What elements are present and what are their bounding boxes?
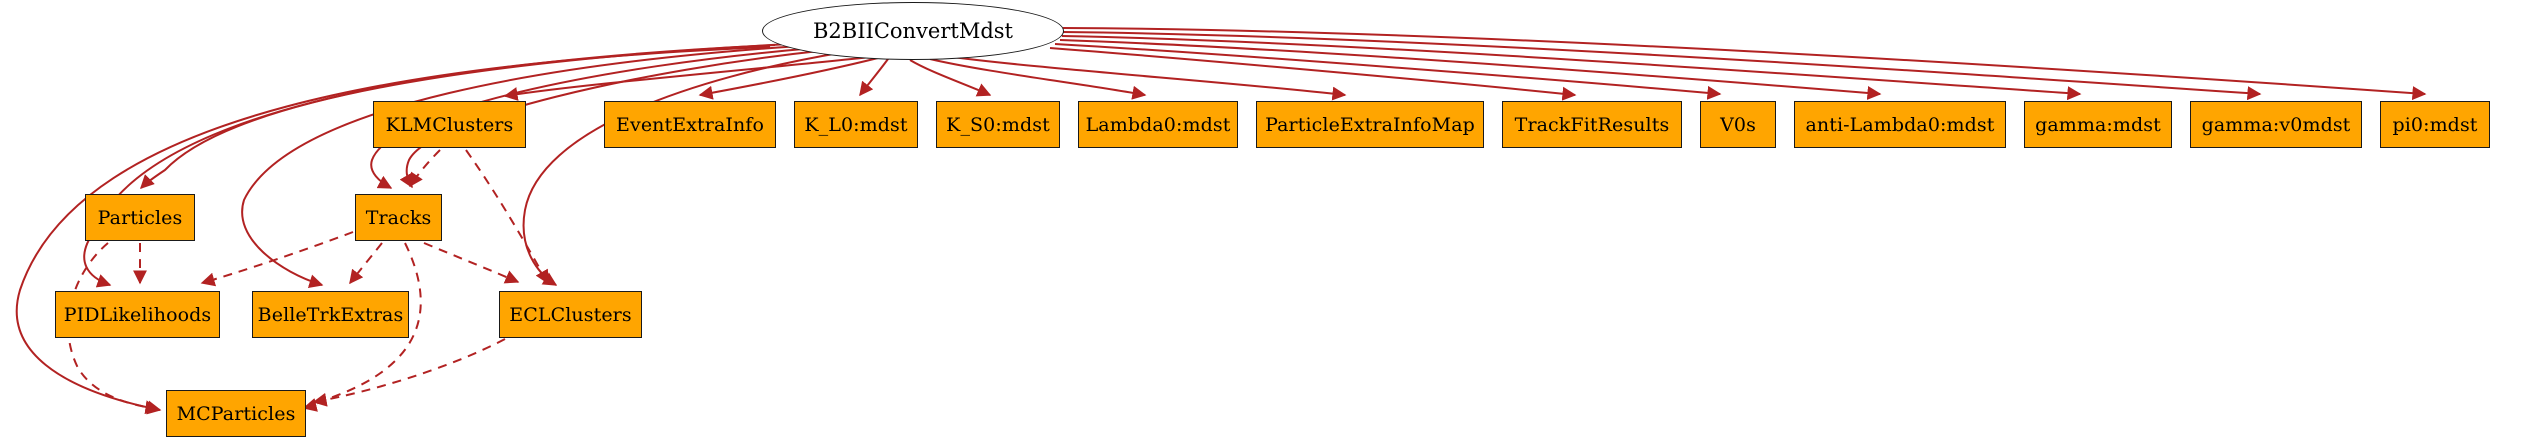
edge-root-to-lambda0 xyxy=(929,58,1147,100)
node-particleextrainfomap-label: ParticleExtraInfoMap xyxy=(1265,113,1475,136)
edge-tracks-to-mcparticles xyxy=(302,242,422,412)
node-particles[interactable]: Particles xyxy=(85,194,195,241)
edge-root-to-eclclusters xyxy=(522,51,846,286)
edge-root-to-v0s xyxy=(1054,43,1722,100)
node-lambda0-mdst[interactable]: Lambda0:mdst xyxy=(1078,101,1238,148)
node-particleextrainfomap[interactable]: ParticleExtraInfoMap xyxy=(1256,101,1484,148)
node-belletrkextras[interactable]: BelleTrkExtras xyxy=(252,291,409,338)
edge-root-to-gamma xyxy=(1061,35,2082,101)
edge-root-to-eventextrainfo xyxy=(698,57,879,100)
node-tracks-label: Tracks xyxy=(365,206,432,229)
edge-particles-to-mcparticles xyxy=(67,242,160,415)
node-mcparticles-label: MCParticles xyxy=(176,402,296,425)
edge-root-to-gammav0 xyxy=(1062,31,2262,101)
edge-tracks-to-eclclusters xyxy=(423,242,520,284)
edge-root-to-belletrkextras xyxy=(241,45,801,288)
edge-root-to-k_s0 xyxy=(909,59,992,97)
node-pi0-mdst-label: pi0:mdst xyxy=(2392,113,2478,136)
node-trackfitresults[interactable]: TrackFitResults xyxy=(1502,101,1682,148)
node-root-label: B2BIIConvertMdst xyxy=(813,19,1013,43)
node-gamma-v0mdst-label: gamma:v0mdst xyxy=(2201,113,2351,136)
edge-root-to-trackfitresults xyxy=(1049,47,1577,101)
node-k-l0-mdst[interactable]: K_L0:mdst xyxy=(794,101,918,148)
node-root[interactable]: B2BIIConvertMdst xyxy=(762,2,1064,60)
node-pidlikelihoods-label: PIDLikelihoods xyxy=(63,303,212,326)
edge-root-to-particleextrainfomap xyxy=(944,55,1347,101)
node-eventextrainfo[interactable]: EventExtraInfo xyxy=(604,101,776,148)
node-pidlikelihoods[interactable]: PIDLikelihoods xyxy=(55,291,220,338)
node-tracks[interactable]: Tracks xyxy=(355,194,442,241)
edge-root-to-pidlikelihoods xyxy=(83,44,776,288)
edge-tracks-to-belletrkextras xyxy=(349,242,383,285)
edges-internal-dashed xyxy=(67,149,549,415)
node-eclclusters[interactable]: ECLClusters xyxy=(499,291,642,338)
node-anti-lambda0-mdst[interactable]: anti-Lambda0:mdst xyxy=(1794,101,2006,148)
edge-tracks-to-pidlikelihoods xyxy=(200,231,354,287)
node-gamma-mdst[interactable]: gamma:mdst xyxy=(2024,101,2172,148)
node-gamma-mdst-label: gamma:mdst xyxy=(2035,113,2161,136)
edge-root-to-pi0 xyxy=(1062,27,2427,101)
edge-root-to-klmclusters xyxy=(503,55,881,101)
node-eclclusters-label: ECLClusters xyxy=(509,303,632,326)
node-gamma-v0mdst[interactable]: gamma:v0mdst xyxy=(2190,101,2362,148)
edge-root-to-particles xyxy=(140,43,791,189)
node-pi0-mdst[interactable]: pi0:mdst xyxy=(2380,101,2490,148)
edge-klmclusters-to-tracks xyxy=(409,149,441,188)
node-anti-lambda0-mdst-label: anti-Lambda0:mdst xyxy=(1805,113,1995,136)
node-k-l0-mdst-label: K_L0:mdst xyxy=(804,113,908,136)
node-v0s-label: V0s xyxy=(1720,113,1756,136)
edge-eclclusters-to-mcparticles xyxy=(312,338,506,407)
node-lambda0-mdst-label: Lambda0:mdst xyxy=(1085,113,1231,136)
node-belletrkextras-label: BelleTrkExtras xyxy=(257,303,404,326)
edge-root-to-k_l0 xyxy=(859,58,889,97)
node-k-s0-mdst[interactable]: K_S0:mdst xyxy=(936,101,1060,148)
node-mcparticles[interactable]: MCParticles xyxy=(166,390,306,437)
node-trackfitresults-label: TrackFitResults xyxy=(1514,113,1670,136)
node-v0s[interactable]: V0s xyxy=(1700,101,1776,148)
edge-klmclusters-to-eclclusters xyxy=(465,149,549,285)
node-klmclusters-label: KLMClusters xyxy=(385,113,514,136)
node-particles-label: Particles xyxy=(97,206,183,229)
node-klmclusters[interactable]: KLMClusters xyxy=(373,101,526,148)
node-k-s0-mdst-label: K_S0:mdst xyxy=(946,113,1050,136)
edge-root-to-antilambda0 xyxy=(1059,39,1882,100)
node-eventextrainfo-label: EventExtraInfo xyxy=(616,113,764,136)
